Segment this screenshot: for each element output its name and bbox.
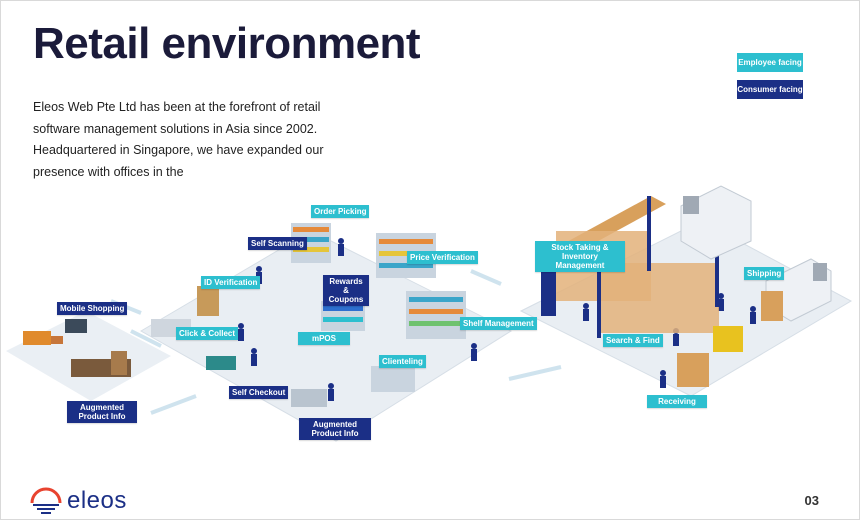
logo-text: eleos [67, 487, 127, 514]
box-stack [677, 353, 709, 387]
label-rewards-coupons: Rewards & Coupons [323, 275, 369, 306]
page-number: 03 [804, 493, 819, 508]
label-mobile-shopping: Mobile Shopping [57, 302, 128, 315]
label-search-find: Search & Find [603, 334, 663, 347]
label-click-collect: Click & Collect [176, 327, 239, 340]
label-receiving: Receiving [647, 395, 707, 408]
page-title: Retail environment [33, 19, 421, 68]
forklift [713, 326, 743, 352]
label-id-verification: ID Verification [201, 276, 261, 289]
label-shelf-management: Shelf Management [460, 317, 537, 330]
label-augmented-info-left: Augmented Product Info [67, 401, 137, 423]
home-floor [6, 311, 171, 401]
label-order-picking: Order Picking [311, 205, 370, 218]
label-self-scanning: Self Scanning [248, 237, 307, 250]
label-shipping: Shipping [744, 267, 785, 280]
page-description: Eleos Web Pte Ltd has been at the forefr… [33, 100, 324, 179]
eleos-logo: eleos [29, 487, 127, 515]
label-clienteling: Clienteling [379, 355, 426, 368]
tv [65, 319, 87, 333]
label-stock-taking: Stock Taking & Inventory Management [535, 241, 625, 272]
label-mpos: mPOS [298, 332, 350, 345]
label-self-checkout: Self Checkout [229, 386, 289, 399]
label-augmented-info-mid: Augmented Product Info [299, 418, 371, 440]
eleos-logo-icon [30, 487, 62, 514]
legend-employee: Employee facing [737, 53, 803, 72]
sofa [23, 331, 51, 345]
legend-consumer: Consumer facing [737, 80, 803, 99]
people [238, 238, 756, 401]
label-price-verification: Price Verification [407, 251, 478, 264]
